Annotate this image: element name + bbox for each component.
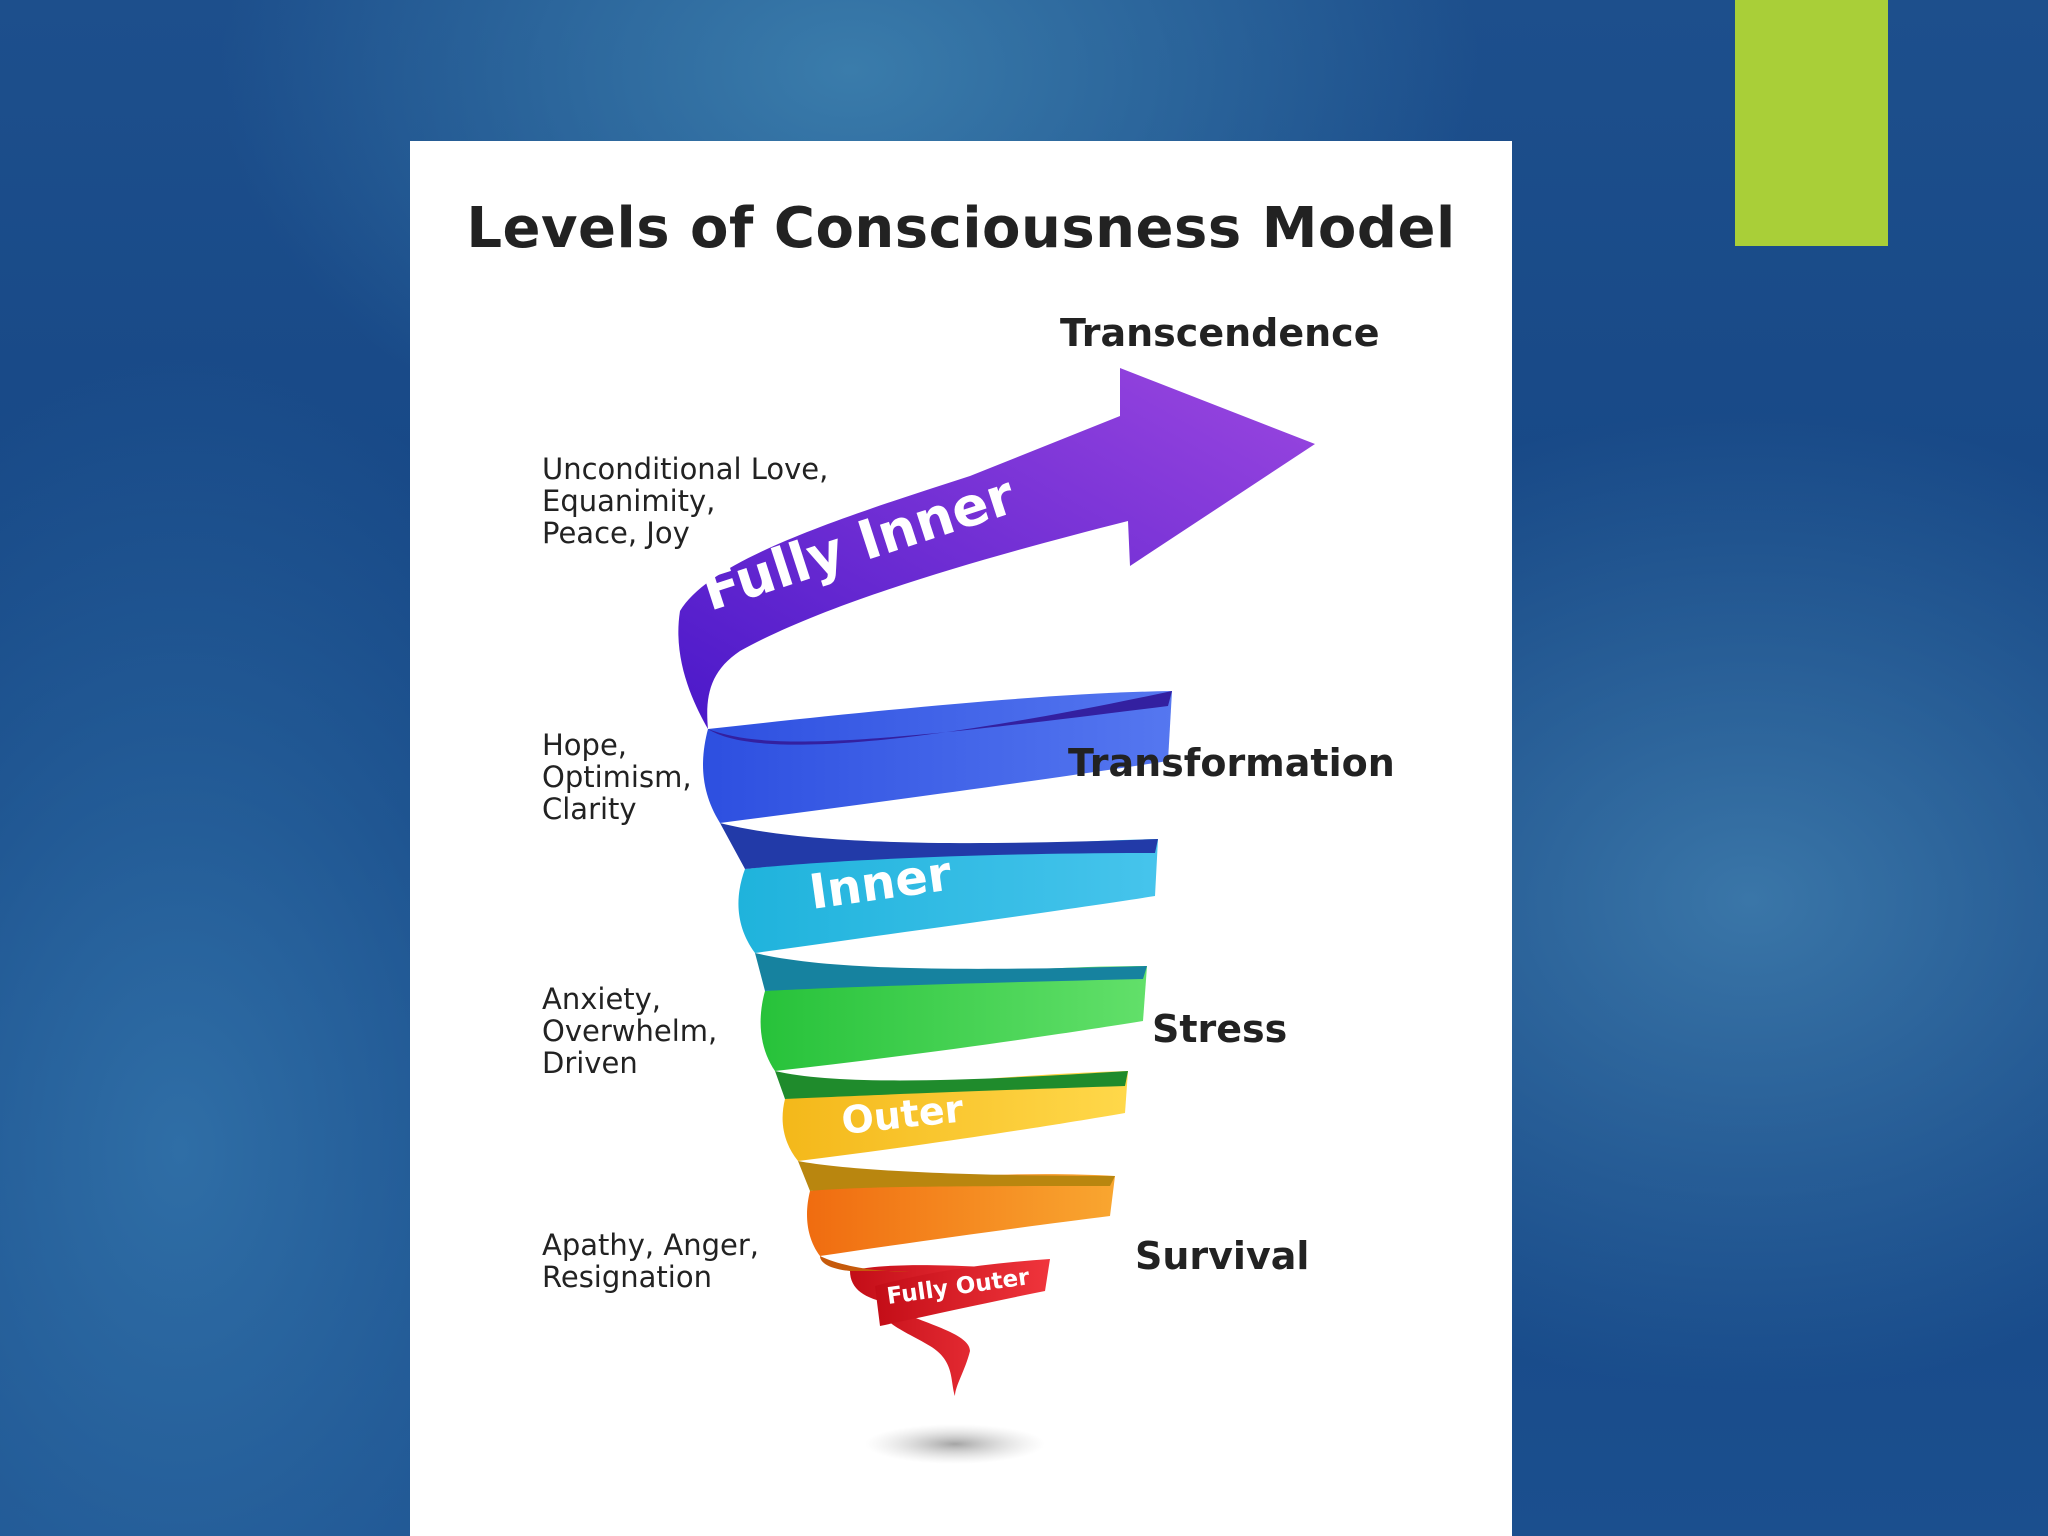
spiral-band-orange: [807, 1174, 1115, 1256]
diagram-title: Levels of Consciousness Model: [466, 196, 1456, 261]
spiral-fold-yellow: [798, 1161, 1115, 1191]
spiral-fold-blue: [720, 823, 1158, 869]
emotions-fully-inner: Unconditional Love, Equanimity, Peace, J…: [542, 452, 829, 550]
spiral-band-red: [875, 1259, 1050, 1326]
spiral-band-green: [760, 966, 1147, 1071]
spiral-band-cyan: [738, 839, 1158, 953]
emotions-fully-outer: Apathy, Anger, Resignation: [542, 1228, 759, 1294]
accent-bar: [1735, 0, 1888, 246]
spiral-band-violet-arrow: [678, 368, 1315, 729]
consciousness-diagram: Fully Inner Inner Outer Fully Outer Leve…: [410, 141, 1512, 1536]
spiral-graphic: Fully Inner Inner Outer Fully Outer: [678, 368, 1315, 1464]
floor-shadow: [865, 1424, 1045, 1464]
level-transcendence: Transcendence: [1060, 311, 1380, 355]
level-survival: Survival: [1135, 1234, 1310, 1278]
spiral-fold-orange: [820, 1256, 910, 1272]
level-transformation: Transformation: [1068, 741, 1395, 785]
spiral-fold-green: [775, 1071, 1128, 1099]
emotions-inner: Hope, Optimism, Clarity: [542, 728, 692, 826]
spiral-fold-cyan: [755, 953, 1147, 991]
emotions-outer: Anxiety, Overwhelm, Driven: [542, 982, 718, 1080]
spiral-band-blue: [703, 691, 1172, 823]
level-stress: Stress: [1152, 1007, 1288, 1051]
